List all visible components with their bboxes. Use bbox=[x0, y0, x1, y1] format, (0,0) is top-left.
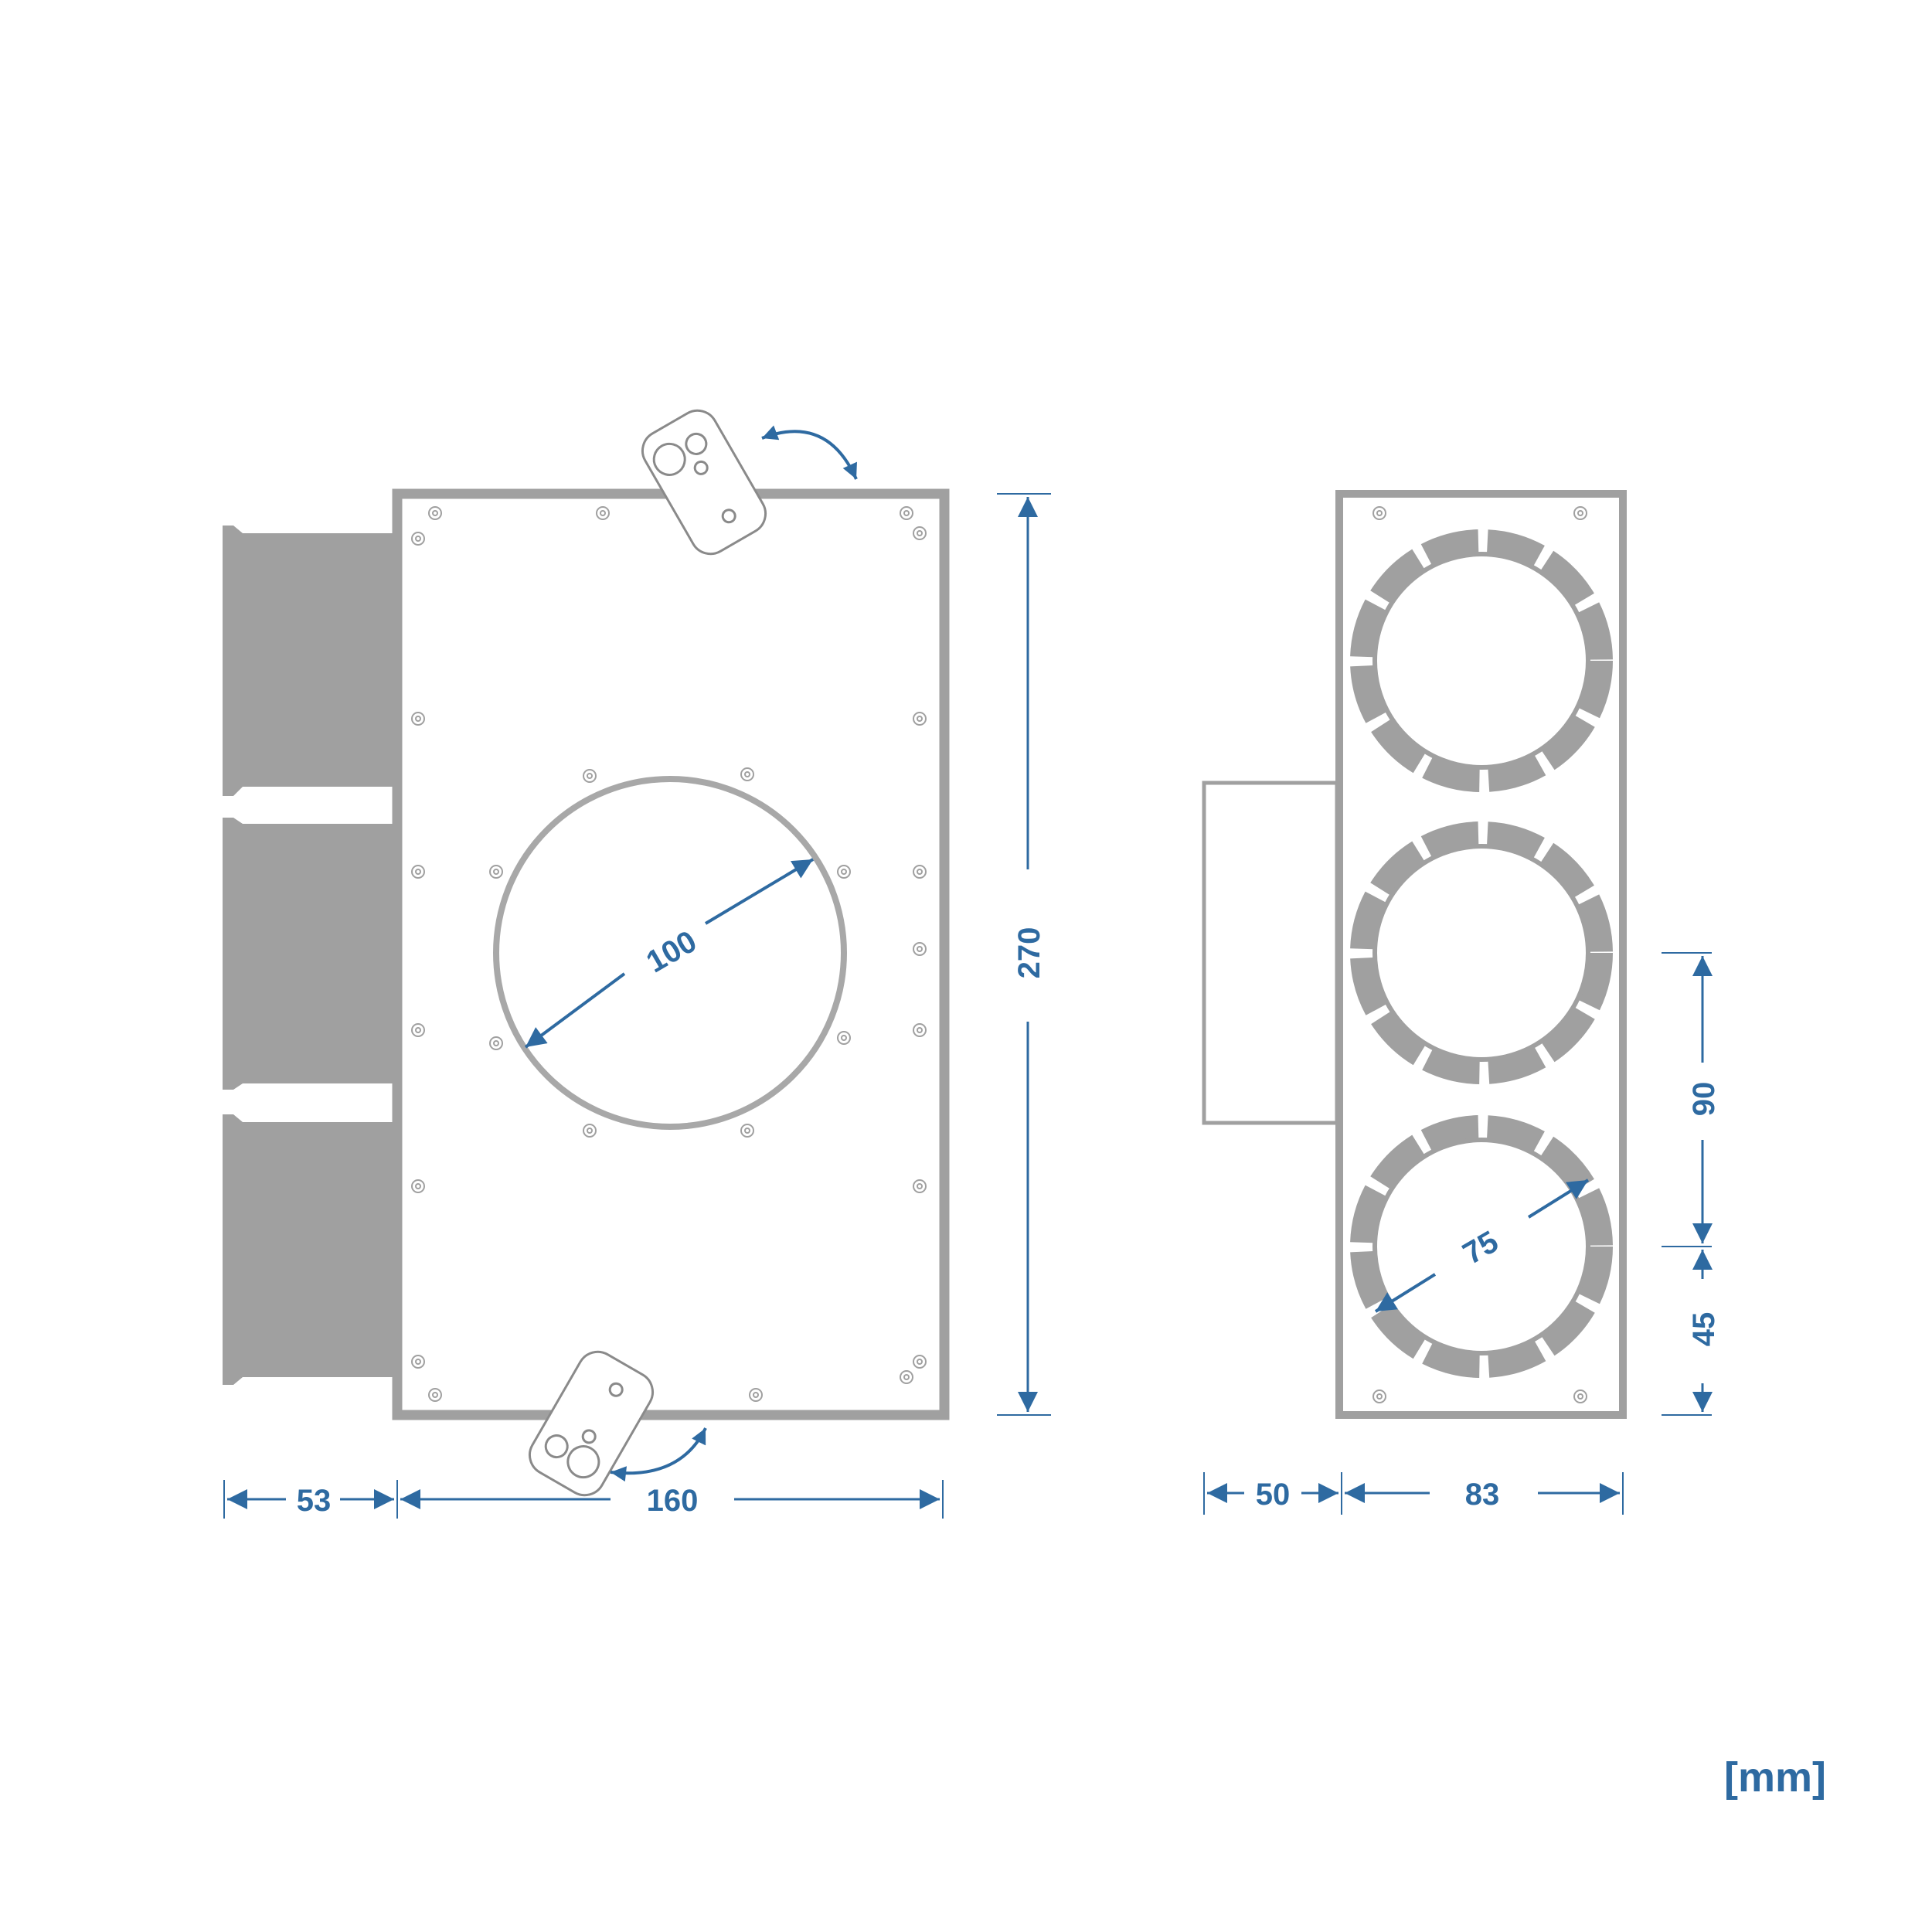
front-box-outline bbox=[392, 488, 950, 1420]
front-screws bbox=[411, 506, 927, 1402]
rotating-clip-bottom bbox=[528, 1350, 707, 1497]
collar-segment-middle bbox=[223, 818, 393, 1090]
dimension-box-height: 270 bbox=[997, 493, 1051, 1416]
rotation-arrow-top bbox=[761, 425, 858, 480]
dimension-text-45: 45 bbox=[1687, 1312, 1721, 1347]
dimension-text-270: 270 bbox=[1012, 927, 1046, 979]
unit-label: [mm] bbox=[1724, 1754, 1826, 1801]
dimension-text-50: 50 bbox=[1256, 1478, 1291, 1512]
side-spigot-outline bbox=[1202, 781, 1339, 1125]
collar-segment-top bbox=[223, 526, 393, 796]
port-top bbox=[1350, 529, 1613, 792]
dimension-front-widths: 53 160 bbox=[223, 1480, 944, 1519]
port-bottom bbox=[1350, 1115, 1613, 1378]
dimension-text-53: 53 bbox=[297, 1484, 332, 1518]
side-screws bbox=[1372, 506, 1587, 1403]
rotating-clip-top bbox=[641, 409, 858, 556]
dimension-port-spacing: 90 45 bbox=[1662, 952, 1721, 1416]
side-box-outline bbox=[1335, 490, 1627, 1419]
dimension-text-83: 83 bbox=[1465, 1478, 1500, 1512]
collar-segment-bottom bbox=[223, 1114, 393, 1385]
main-spigot-circle bbox=[493, 776, 847, 1130]
rotation-arrow-bottom bbox=[610, 1427, 707, 1482]
ports bbox=[1350, 529, 1613, 1378]
dimension-text-90: 90 bbox=[1687, 1082, 1721, 1117]
dimension-text-160: 160 bbox=[647, 1484, 699, 1518]
front-view: 100 270 53 160 bbox=[223, 409, 1051, 1519]
collar-segments bbox=[223, 526, 393, 1385]
port-middle bbox=[1350, 821, 1613, 1084]
dimension-side-widths: 50 83 bbox=[1203, 1472, 1624, 1515]
side-view: 75 90 45 50 83 bbox=[1202, 490, 1721, 1515]
